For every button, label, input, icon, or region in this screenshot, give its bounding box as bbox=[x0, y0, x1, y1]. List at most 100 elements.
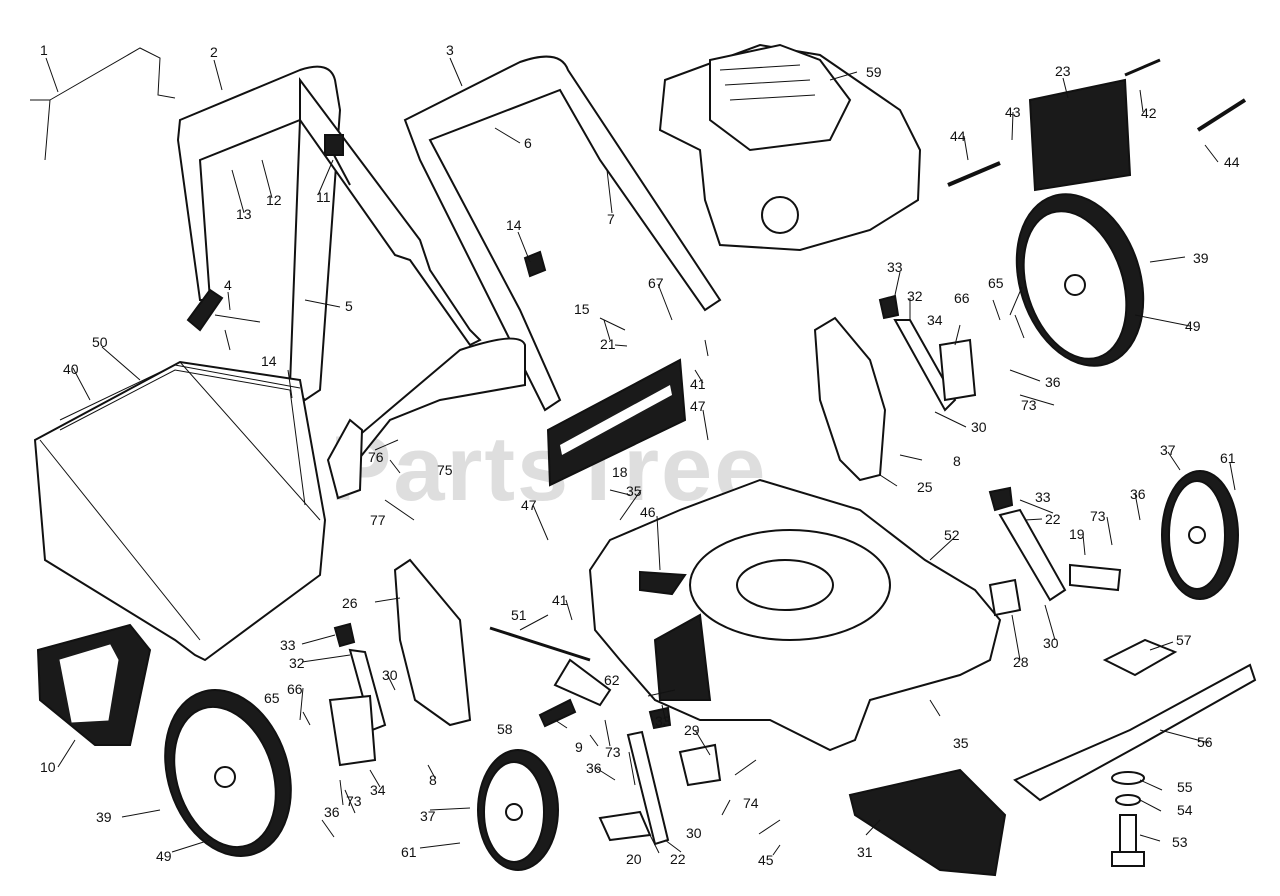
callout-6: 6 bbox=[524, 135, 532, 151]
rear-flap-part-23 bbox=[1028, 58, 1161, 192]
callout-8b: 8 bbox=[429, 772, 437, 788]
deck-chute-port-part-46 bbox=[639, 570, 687, 596]
callout-25: 25 bbox=[917, 479, 933, 495]
callout-36d: 36 bbox=[586, 760, 602, 776]
height-adjuster-part-25 bbox=[813, 316, 887, 482]
washer-part-54 bbox=[1115, 794, 1141, 806]
callout-59: 59 bbox=[866, 64, 882, 80]
blade-bolt-part-53 bbox=[1111, 814, 1145, 867]
callout-1: 1 bbox=[40, 42, 48, 58]
mower-deck-part-52 bbox=[588, 478, 1002, 752]
callout-34b: 34 bbox=[370, 782, 386, 798]
blade-adapter-part-57 bbox=[1102, 638, 1178, 677]
callout-66a: 66 bbox=[954, 290, 970, 306]
chute-part-75 bbox=[328, 337, 526, 472]
callout-58: 58 bbox=[497, 721, 513, 737]
callout-35a: 35 bbox=[626, 483, 642, 499]
callout-20: 20 bbox=[626, 851, 642, 867]
callout-21: 21 bbox=[600, 336, 616, 352]
grass-catcher-part-40 bbox=[33, 360, 327, 662]
callout-51: 51 bbox=[511, 607, 527, 623]
callout-18: 18 bbox=[612, 464, 628, 480]
callout-40: 40 bbox=[63, 361, 79, 377]
callout-49a: 49 bbox=[1185, 318, 1201, 334]
washer-part-55 bbox=[1111, 771, 1145, 785]
callout-57: 57 bbox=[1176, 632, 1192, 648]
callout-53: 53 bbox=[1172, 834, 1188, 850]
callout-31: 31 bbox=[857, 844, 873, 860]
mulch-plug-part-10 bbox=[36, 623, 152, 746]
callout-76: 76 bbox=[368, 449, 384, 465]
callout-26: 26 bbox=[342, 595, 358, 611]
callout-33c: 33 bbox=[280, 637, 296, 653]
wheel-part-49-rear bbox=[1015, 193, 1145, 367]
callout-65b: 65 bbox=[264, 690, 280, 706]
bolt-part-44b bbox=[1196, 98, 1247, 132]
callout-54: 54 bbox=[1177, 802, 1193, 818]
callout-61b: 61 bbox=[401, 844, 417, 860]
callout-61a: 61 bbox=[1220, 450, 1236, 466]
callout-43: 43 bbox=[1005, 104, 1021, 120]
callout-75: 75 bbox=[437, 462, 453, 478]
callout-44b: 44 bbox=[1224, 154, 1240, 170]
callout-33b: 33 bbox=[1035, 489, 1051, 505]
callout-9: 9 bbox=[575, 739, 583, 755]
handle-knob-part-4 bbox=[186, 288, 261, 351]
upper-handle-part-1 bbox=[30, 47, 176, 161]
callout-49b: 49 bbox=[156, 848, 172, 864]
leader-lines bbox=[45, 57, 1236, 856]
knob-part-33-group bbox=[333, 294, 1014, 730]
callout-39a: 39 bbox=[1193, 250, 1209, 266]
callout-5: 5 bbox=[345, 298, 353, 314]
callout-23: 23 bbox=[1055, 63, 1071, 79]
adjuster-lever-part-22a bbox=[998, 508, 1067, 602]
callout-37a: 37 bbox=[1160, 442, 1176, 458]
callout-29: 29 bbox=[684, 722, 700, 738]
callout-56: 56 bbox=[1197, 734, 1213, 750]
callout-10: 10 bbox=[40, 759, 56, 775]
callout-65a: 65 bbox=[988, 275, 1004, 291]
callout-36a: 36 bbox=[1045, 374, 1061, 390]
callout-11: 11 bbox=[316, 189, 331, 205]
adjuster-lever-part-32a bbox=[893, 319, 957, 412]
callout-13: 13 bbox=[236, 206, 252, 222]
callout-8a: 8 bbox=[953, 453, 961, 469]
callout-73a: 73 bbox=[1021, 397, 1037, 413]
callout-41b: 41 bbox=[552, 592, 568, 608]
callout-74: 74 bbox=[743, 795, 759, 811]
engine-part-59 bbox=[658, 43, 922, 252]
plate-part-29 bbox=[678, 743, 722, 787]
callout-42: 42 bbox=[1141, 105, 1157, 121]
bracket-part-9 bbox=[553, 658, 612, 707]
callout-47a: 47 bbox=[690, 398, 706, 414]
callout-33a: 33 bbox=[887, 259, 903, 275]
height-adjuster-part-26 bbox=[393, 558, 472, 727]
bracket-part-19 bbox=[1069, 563, 1122, 592]
callout-73b: 73 bbox=[1090, 508, 1106, 524]
plate-part-28 bbox=[988, 578, 1022, 617]
callout-52: 52 bbox=[944, 527, 960, 543]
callout-55: 55 bbox=[1177, 779, 1193, 795]
callout-73c: 73 bbox=[346, 793, 362, 809]
catcher-frame-part-50 bbox=[59, 364, 301, 421]
callout-44a: 44 bbox=[950, 128, 966, 144]
callout-4: 4 bbox=[224, 277, 232, 293]
callout-33d: 33 bbox=[655, 713, 671, 729]
callout-67: 67 bbox=[648, 275, 664, 291]
bracket-part-34 bbox=[328, 338, 977, 767]
plate-part-20 bbox=[598, 810, 652, 842]
rear-baffle-part-21 bbox=[546, 358, 687, 487]
lower-handle-part-3 bbox=[403, 55, 722, 412]
callout-30b: 30 bbox=[1043, 635, 1059, 651]
callout-14a: 14 bbox=[506, 217, 522, 233]
callout-2: 2 bbox=[210, 44, 218, 60]
callout-39b: 39 bbox=[96, 809, 112, 825]
callout-labels: 1 2 3 4 5 6 7 8 8 9 10 11 12 13 14 14 15… bbox=[40, 42, 1240, 868]
bolt-part-44a bbox=[947, 161, 1001, 187]
callout-15: 15 bbox=[574, 301, 590, 317]
callout-30c: 30 bbox=[382, 667, 398, 683]
callout-47b: 47 bbox=[521, 497, 537, 513]
callout-66b: 66 bbox=[287, 681, 303, 697]
